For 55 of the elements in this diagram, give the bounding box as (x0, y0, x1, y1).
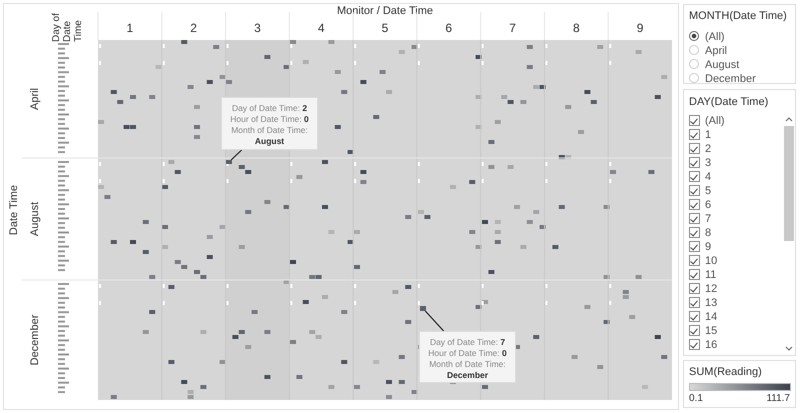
radio-option: August (689, 58, 740, 72)
checkbox-option: 10 (689, 254, 718, 268)
checkbox-option: 11 (689, 268, 716, 282)
column-header: 4 (316, 21, 326, 35)
row-header: April (29, 87, 42, 112)
checkbox-option: 2 (689, 142, 712, 156)
scale-min-label: 0.1 (689, 393, 703, 404)
tooltip-text: Hour of Date Time: 0 (427, 348, 508, 359)
checkbox-option: 3 (689, 156, 712, 170)
scale-max-label: 111.7 (766, 393, 790, 404)
radio-option: April (689, 44, 728, 58)
highlighted-cell (420, 306, 426, 311)
tooltip (419, 331, 516, 383)
checkbox-option: 1 (689, 128, 712, 142)
checkbox-option: 4 (689, 170, 712, 184)
checkbox-option: 5 (689, 184, 712, 198)
column-header: 6 (444, 21, 454, 35)
highlighted-cell (226, 160, 232, 164)
tooltip-text: December (446, 370, 490, 381)
column-header: 3 (253, 21, 262, 35)
tooltip-text: Day of Date Time: 2 (230, 103, 308, 114)
column-header: 8 (572, 21, 581, 35)
panel-title: DAY(Date Time) (689, 96, 768, 108)
checkbox-option: 13 (689, 296, 718, 310)
radio-option: December (689, 72, 756, 86)
tooltip-text: Day of Date Time: 7 (428, 337, 506, 348)
column-header: 7 (508, 21, 517, 35)
axis-title: Monitor / Date Time (336, 5, 434, 17)
row-header: August (29, 200, 42, 238)
column-header: 5 (380, 21, 390, 35)
checkbox-option: 14 (689, 310, 718, 324)
radio-option: (All) (689, 30, 725, 44)
tooltip-text: August (254, 136, 286, 147)
leader-line (230, 150, 242, 160)
tooltip (221, 97, 318, 150)
panel-title: MONTH(Date Time) (689, 10, 787, 22)
column-header: 9 (636, 21, 644, 35)
checkbox-option: 7 (689, 212, 712, 226)
panel-title: SUM(Reading) (689, 366, 762, 378)
checkbox-option: 16 (689, 338, 718, 352)
checkbox-option: 12 (689, 282, 718, 296)
axis-title: Date Time (8, 184, 21, 238)
tooltip-text: Hour of Date Time: 0 (229, 114, 310, 125)
leader-line (424, 310, 444, 332)
column-header: 1 (126, 21, 134, 35)
checkbox-option: 6 (689, 198, 712, 212)
checkbox-option: 8 (689, 226, 712, 240)
tooltip-text: Month of Date Time: (428, 359, 507, 370)
axis-title: Day of Date Time (51, 12, 85, 42)
tooltip-text: Month of Date Time: (230, 125, 309, 136)
checkbox-option: 15 (689, 324, 718, 338)
checkbox-option: 9 (689, 240, 712, 254)
column-header: 2 (189, 21, 198, 35)
row-header: December (29, 314, 42, 368)
checkbox-option: (All) (689, 114, 725, 128)
